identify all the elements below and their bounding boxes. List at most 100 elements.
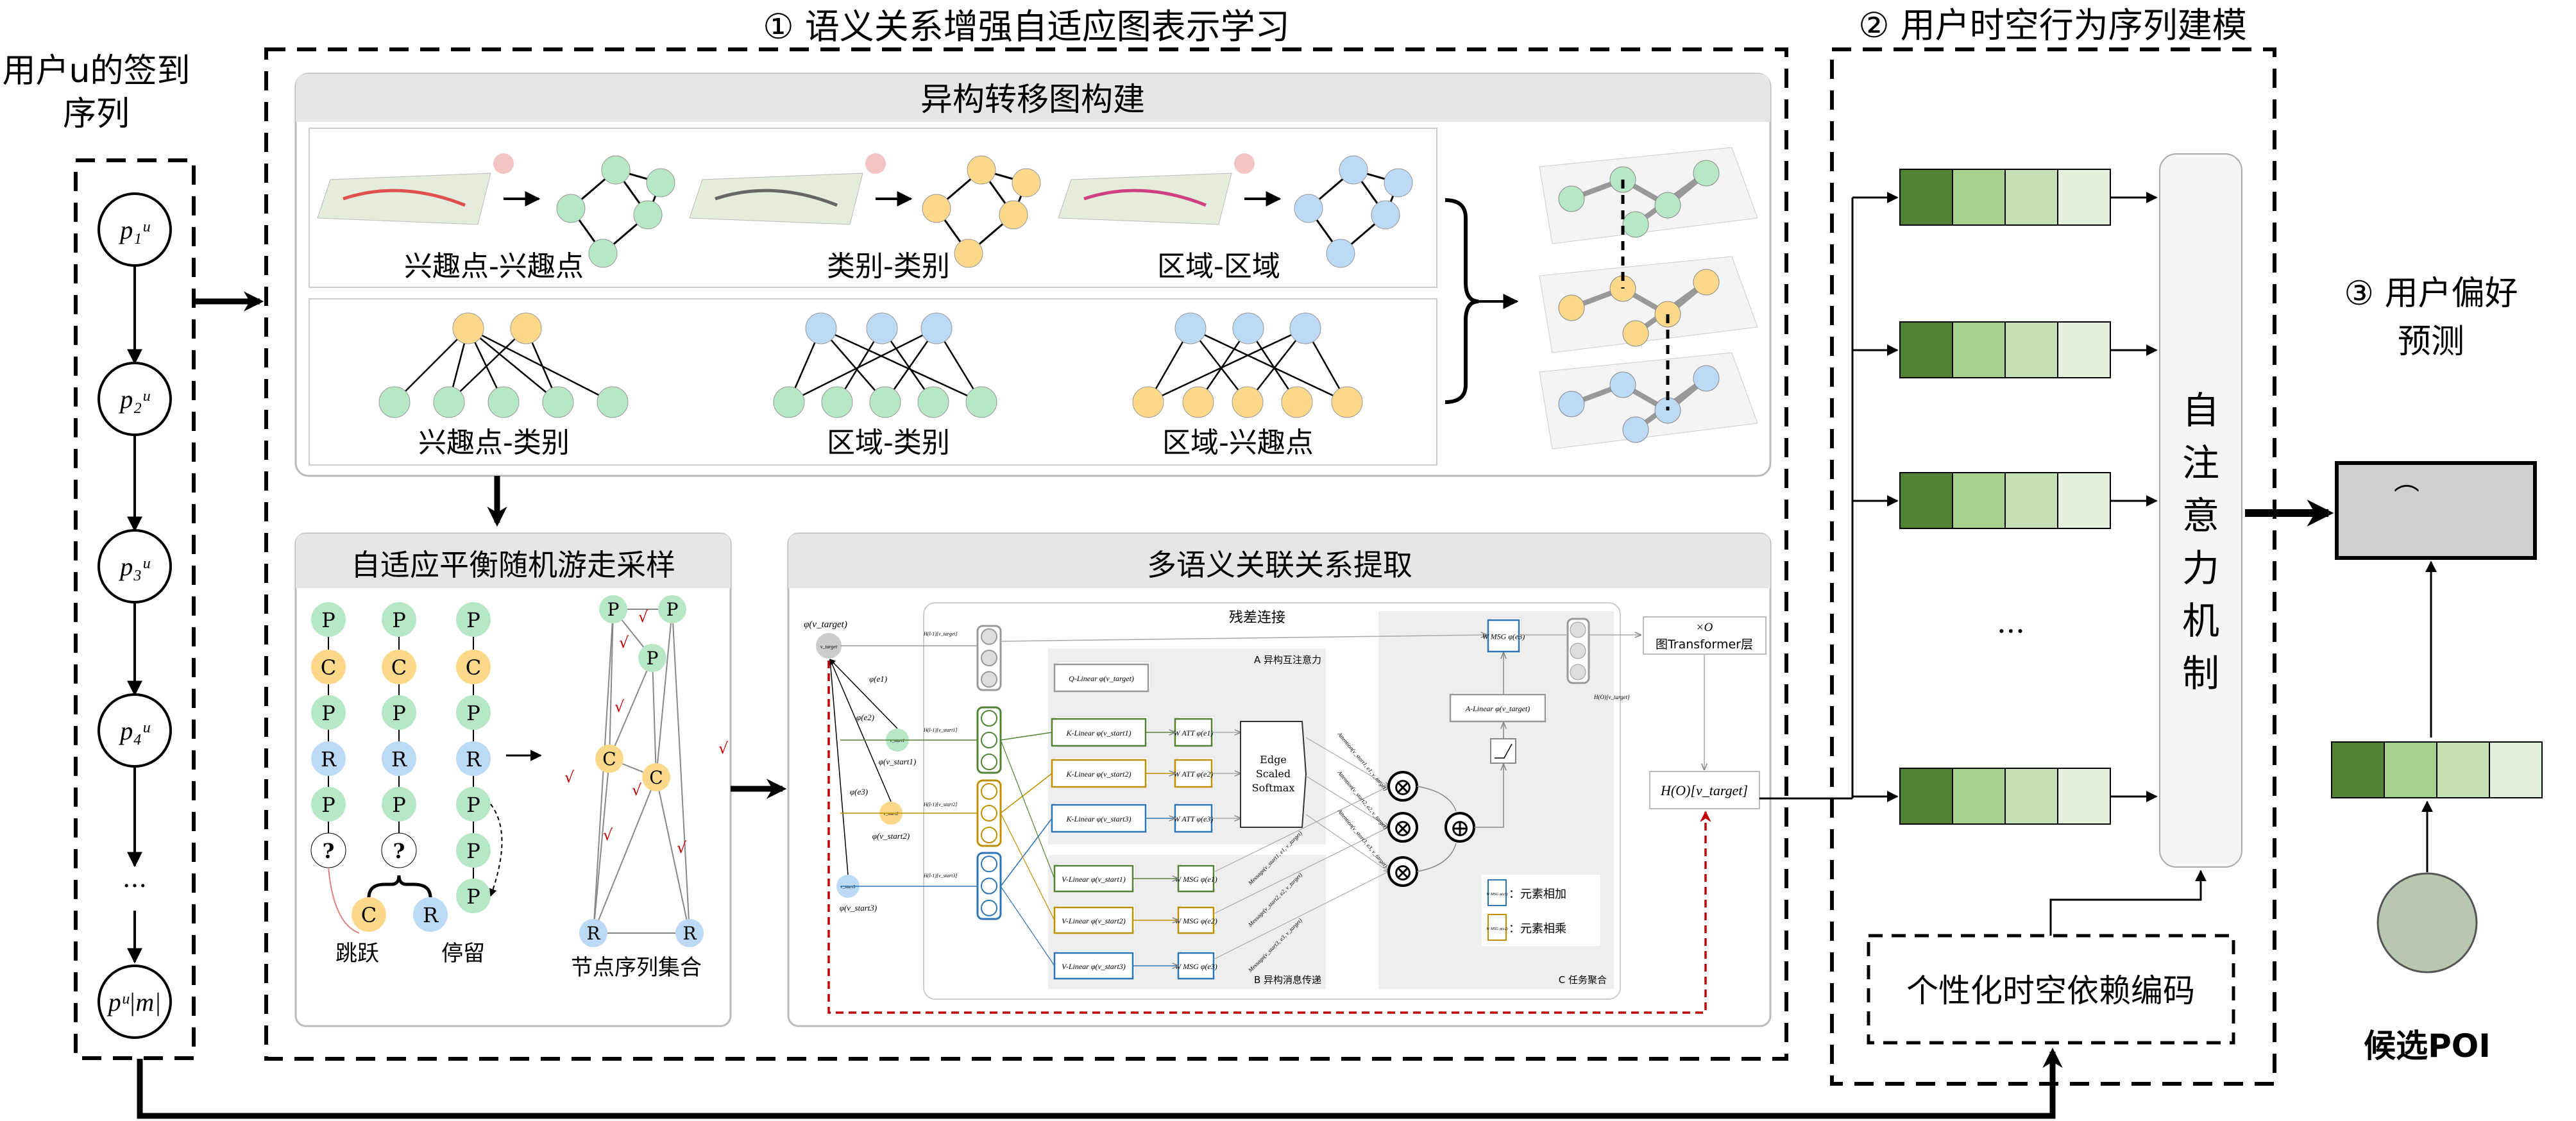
phi-edge-label: φ(e2) <box>856 712 874 722</box>
label-region-region: 区域-区域 <box>1157 250 1280 283</box>
k-linear-box-label: K-Linear φ(v_start2) <box>1066 770 1131 779</box>
self-attention-char: 注 <box>2182 441 2219 485</box>
walk-node <box>311 650 346 684</box>
checkin-node-label: p₃ᵘ <box>118 552 150 581</box>
w-msg-top-box-label: W MSG φ(e3) <box>1482 632 1525 641</box>
walk-node <box>382 741 416 776</box>
sequence-ellipsis: ··· <box>123 872 147 901</box>
walk-node-label: P <box>466 608 480 632</box>
embedding-cell <box>1952 169 2006 226</box>
softmax-label: Scaled <box>1256 768 1291 780</box>
w-msg-top-box <box>1487 619 1520 653</box>
graph-node <box>1281 386 1313 418</box>
graph-node <box>1326 239 1355 268</box>
v-start-label: v_start2 <box>884 811 899 816</box>
w-msg-box <box>1177 864 1215 893</box>
v-target-label: v_target <box>820 644 838 650</box>
prediction-output-box <box>2335 461 2537 560</box>
graph-node <box>954 239 983 268</box>
section2-title: ② 用户时空行为序列建模 <box>1858 5 2247 46</box>
w-att-box-label: W ATT φ(e1) <box>1174 729 1214 738</box>
set-node <box>658 595 686 623</box>
set-node-label: P <box>607 599 620 620</box>
walk-node <box>456 741 491 776</box>
otimes-symbol: ⊗ <box>1393 814 1413 842</box>
graph-node <box>1232 386 1264 418</box>
region-b-label: B 异构消息传递 <box>1254 974 1321 986</box>
otimes-symbol: ⊗ <box>1393 773 1413 801</box>
graph-node <box>646 168 675 198</box>
walk-node <box>311 695 346 730</box>
walk-node-label: P <box>466 884 480 909</box>
walk-node-label: R <box>391 747 407 771</box>
embedding-cell <box>2057 321 2111 378</box>
candidate-embedding-cell <box>2436 741 2490 798</box>
walk-node <box>456 695 491 730</box>
walk-node-label: R <box>466 747 482 771</box>
a-linear-box-label: A-Linear φ(v_target) <box>1465 704 1530 713</box>
graph-node <box>633 200 663 230</box>
region-c-label: C 任务聚合 <box>1559 974 1607 986</box>
choice-node <box>352 897 386 932</box>
label-cat-cat: 类别-类别 <box>827 250 950 283</box>
output-symbol: ⌒ <box>2394 484 2419 513</box>
graph-node <box>1558 391 1585 417</box>
embedding-cell <box>2004 768 2058 825</box>
walk-node <box>456 833 491 868</box>
w-msg-box-label: W MSG φ(e3) <box>1174 962 1217 971</box>
candidate-embedding <box>2331 741 2543 798</box>
legend-symbol-label: W MSG φ(e3) <box>1486 892 1507 897</box>
walk-node-label: P <box>321 701 335 725</box>
graph-node <box>1331 386 1363 418</box>
multi-semantic-panel: 多语义关联关系提取 残差连接 A 异构互注意力 B 异构消息传递 C 任务聚合 … <box>787 532 1772 1027</box>
graph-node <box>556 194 586 223</box>
graph-node <box>1384 168 1413 198</box>
set-node <box>642 763 670 791</box>
walk-node <box>456 879 491 913</box>
graph-node <box>597 386 629 418</box>
w-msg-box-label: W MSG φ(e1) <box>1174 875 1217 884</box>
map-thumbnail-icon <box>317 173 491 225</box>
legend-text: ：元素相加 <box>1509 888 1566 901</box>
graph-node <box>773 386 805 418</box>
candidate-embedding-cell <box>2489 741 2543 798</box>
graph-node <box>1012 168 1041 198</box>
check-mark: √ <box>677 839 687 857</box>
set-node-label: P <box>647 648 659 669</box>
checkin-node-label: p₂ᵘ <box>118 385 150 414</box>
embedding-cell <box>1952 321 2006 378</box>
checkin-node <box>97 965 172 1039</box>
region-a-label: A 异构互注意力 <box>1254 654 1321 666</box>
graph-node <box>510 312 542 344</box>
graph-node <box>1622 211 1649 238</box>
graph-node <box>1558 185 1585 212</box>
graph-node <box>1693 365 1720 392</box>
check-mark: √ <box>632 781 642 799</box>
set-node <box>579 919 607 947</box>
self-attention-char: 自 <box>2182 389 2219 432</box>
graph-node <box>967 155 996 185</box>
edge-softmax-box <box>1240 721 1307 828</box>
encoding-box <box>1867 934 2235 1045</box>
graph-node <box>965 386 997 418</box>
embedding-cell <box>1899 321 1953 378</box>
embedding-cell <box>2004 472 2058 529</box>
label-poi-poi: 兴趣点-兴趣点 <box>404 250 584 283</box>
graph-node <box>1609 371 1636 398</box>
self-attention-char: 意 <box>2182 494 2219 537</box>
check-mark: √ <box>638 608 648 626</box>
w-msg-box <box>1177 906 1215 934</box>
v-target-node <box>816 633 842 659</box>
residual-label: 残差连接 <box>1229 610 1285 626</box>
multi-title: 多语义关联关系提取 <box>1147 548 1412 582</box>
softmax-label: Softmax <box>1252 782 1295 794</box>
walk-node <box>382 787 416 822</box>
graph-node <box>920 312 953 344</box>
graph-node <box>869 386 901 418</box>
walk-node-label: C <box>466 655 481 680</box>
transformer-layer-label: 图Transformer层 <box>1656 637 1753 652</box>
graph-node <box>452 312 484 344</box>
set-node-label: R <box>586 923 600 944</box>
